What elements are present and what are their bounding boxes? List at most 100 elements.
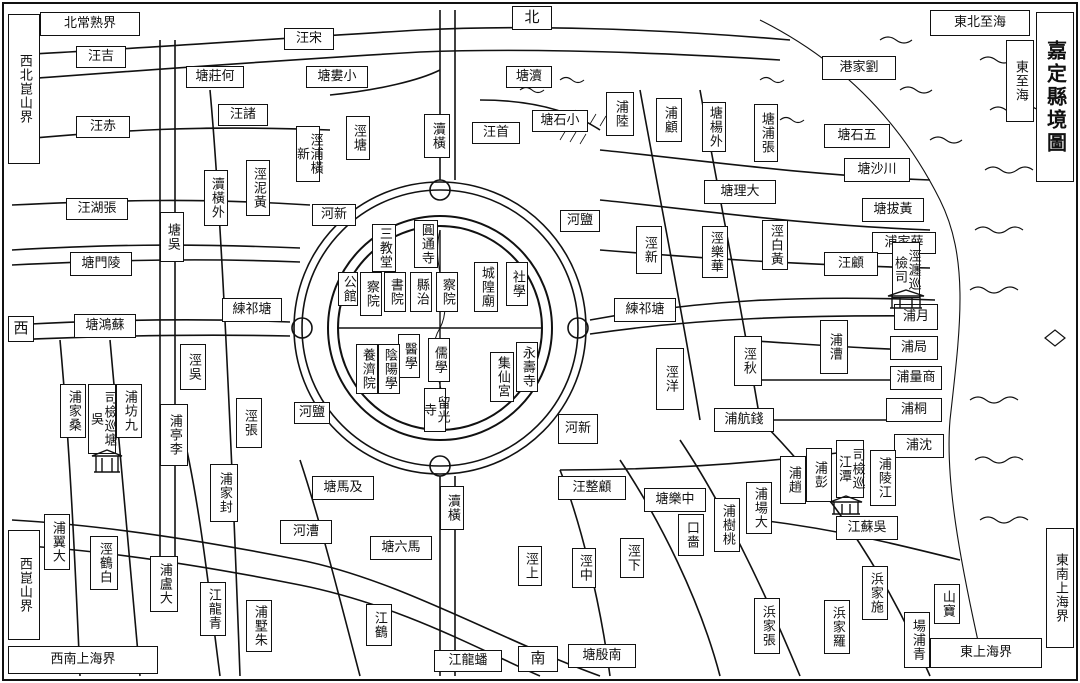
gate-label: 瀆橫: [440, 486, 464, 530]
compass-marker: [1044, 329, 1066, 347]
direction-west: 西: [8, 316, 34, 342]
city-place: 圓通寺: [414, 220, 438, 268]
boundary-east-shanghai: 東上海界: [930, 638, 1042, 668]
river-label: 浦家桑: [60, 384, 86, 438]
river-label: 浜家羅: [824, 600, 850, 654]
river-label: 浦航錢: [714, 408, 774, 432]
river-label: 涇吳: [180, 344, 206, 390]
river-label: 司檢巡江潭: [836, 440, 865, 498]
river-label: 塘石五: [824, 124, 890, 148]
river-label: 涇瀍巡檢司: [892, 242, 921, 298]
city-place: 公館: [338, 272, 358, 306]
city-place: 縣治: [410, 272, 432, 312]
river-label: 港家劉: [822, 56, 896, 80]
river-label: 塘樂中: [644, 488, 706, 512]
city-place: 集仙宮: [490, 352, 514, 402]
river-label: 涇下: [620, 538, 644, 578]
river-label: 江鶴: [366, 604, 392, 646]
river-label: 浦坊九: [116, 384, 142, 438]
city-place: 城隍廟: [474, 262, 498, 312]
river-label: 浦顧: [656, 98, 682, 142]
river-label: 浦陸: [606, 92, 634, 136]
sea-waves: [519, 19, 1039, 651]
river-label: 浦亭李: [160, 404, 188, 466]
river-label: 江龍青: [200, 582, 226, 636]
river-label: 涇樂華: [702, 226, 728, 278]
pavilion-icon: [887, 289, 925, 309]
river-label: 塘鴻蘇: [74, 314, 136, 338]
city-place: 社學: [506, 262, 528, 306]
river-label: 汪吉: [76, 46, 126, 68]
river-label: 涇中: [572, 548, 596, 588]
river-label: 浦陵江: [870, 450, 896, 506]
moat-label: 河新: [558, 414, 598, 444]
gate-label: 練祁塘: [614, 298, 676, 322]
river-label: 浦量商: [890, 366, 942, 390]
river-label: 司檢巡塘吳: [88, 384, 117, 454]
boundary-southwest-shanghai: 西南上海界: [8, 646, 158, 674]
river-label: 涇浦橫新: [294, 126, 323, 182]
river-label: 浦樹桃: [714, 498, 740, 552]
river-label: 汪首: [472, 122, 520, 144]
river-label: 塘六馬: [370, 536, 432, 560]
river-label: 浜家張: [754, 598, 780, 654]
river-label: 浜家施: [862, 566, 888, 620]
river-label: 場浦青: [904, 612, 930, 668]
pavilion-icon: [91, 449, 123, 473]
direction-north: 北: [512, 6, 552, 30]
boundary-west-kunshan-top: 西北崑山界: [8, 14, 40, 164]
city-place: 養濟院: [356, 344, 378, 394]
river-label: 浦局: [890, 336, 938, 360]
river-label: 塘石小: [532, 110, 588, 132]
river-label: 瀆橫外: [204, 170, 228, 226]
river-label: 塘瀆: [506, 66, 552, 88]
river-label: 涇洋: [656, 348, 684, 410]
river-label: 浦漕: [820, 320, 848, 374]
boundary-northeast-sea: 東北至海: [930, 10, 1030, 36]
river-label: 浦沈: [894, 434, 944, 458]
river-label: 塘婁小: [306, 66, 368, 88]
gate-label: 瀆橫: [424, 114, 450, 158]
river-label: 塘浦張: [754, 104, 778, 162]
river-label: 涇泥黃: [246, 160, 270, 216]
boundary-east-sea: 東至海: [1006, 40, 1034, 122]
river-label: 江蘇吳: [836, 516, 898, 540]
river-label: 塘吳: [160, 212, 184, 262]
river-label: 涇張: [236, 398, 262, 448]
river-label: 涇秋: [734, 336, 762, 386]
river-label: 汪赤: [76, 116, 130, 138]
moat-label: 河鹽: [294, 402, 330, 424]
river-label: 汪諸: [218, 104, 268, 126]
gate-label: 練祁塘: [222, 298, 282, 322]
city-place: 永壽寺: [516, 342, 538, 392]
river-label: 浦彭: [806, 448, 832, 502]
city-place: 陰陽學: [378, 344, 400, 394]
river-label: 塘沙川: [844, 158, 910, 182]
river-label: 塘殷南: [568, 644, 636, 668]
city-place: 書院: [384, 272, 406, 312]
river-label: 涇塘: [346, 116, 370, 160]
boundary-north-changshu: 北常熟界: [40, 12, 140, 36]
river-label: 浦趙: [780, 456, 806, 504]
river-label: 涇白黃: [762, 220, 788, 270]
river-label: 口嗇: [678, 514, 704, 556]
river-label: 浦翼大: [44, 514, 70, 570]
river-label: 涇上: [518, 546, 542, 586]
map-title: 嘉定縣境圖: [1036, 12, 1074, 182]
river-label: 涇鶴白: [90, 536, 118, 590]
river-label: 浦家封: [210, 464, 238, 522]
river-label: 浦場大: [746, 482, 772, 534]
river-label: 塘馬及: [312, 476, 374, 500]
city-place: 三教堂: [372, 224, 396, 272]
river-label: 河漕: [280, 520, 332, 544]
river-label: 浦桐: [886, 398, 942, 422]
river-label: 浦盧大: [150, 556, 178, 612]
moat-label: 河新: [312, 204, 356, 226]
moat-label: 河鹽: [560, 210, 600, 232]
city-place: 察院: [360, 272, 382, 316]
city-place: 醫學: [398, 334, 420, 378]
direction-south: 南: [518, 646, 558, 672]
city-place: 察院: [436, 272, 458, 312]
pavilion-icon: [829, 495, 863, 515]
river-label: 汪湖張: [66, 198, 128, 220]
